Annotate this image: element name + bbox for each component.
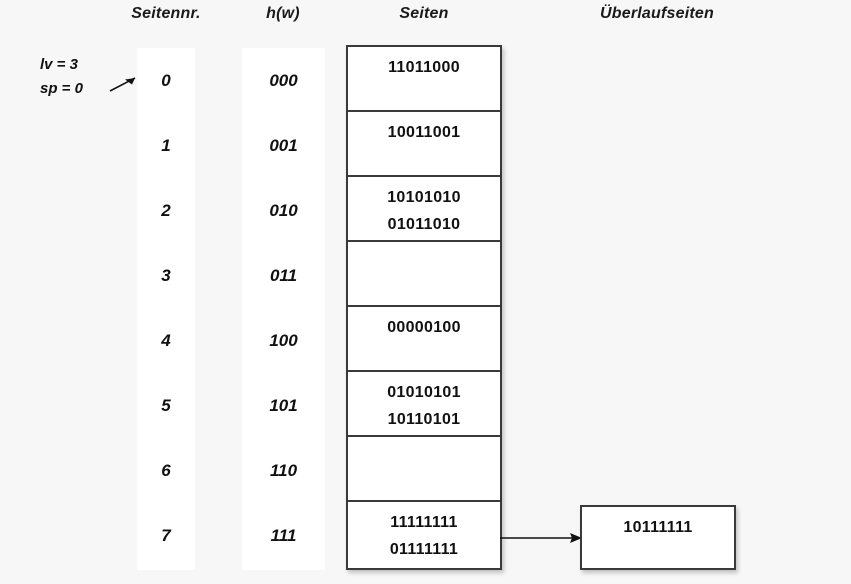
hw-cell: 111: [270, 526, 297, 545]
hw-cell: 011: [269, 266, 298, 285]
page-cell: 10011001: [348, 112, 500, 177]
page-cell: [348, 242, 500, 307]
seitennr-cell: 4: [161, 331, 171, 350]
page-entry: 00000100: [387, 319, 461, 336]
arrow-right-icon: [109, 77, 136, 92]
header-seiten: Seiten: [399, 5, 449, 22]
header-hw: h(w): [266, 5, 300, 22]
pages-table: 11011000 10011001 10101010 01011010 0000…: [346, 45, 502, 570]
seitennr-cell: 0: [161, 71, 171, 90]
seitennr-cell: 7: [161, 526, 171, 545]
page-cell: 00000100: [348, 307, 500, 372]
header-ueberlaufseiten: Überlaufseiten: [600, 5, 714, 22]
hw-cell: 101: [269, 396, 298, 415]
seitennr-cell: 3: [161, 266, 171, 285]
seitennr-cell: 5: [161, 396, 171, 415]
hw-cell: 001: [269, 136, 298, 155]
hw-column-band: [242, 48, 325, 570]
page-cell: 01010101 10110101: [348, 372, 500, 437]
annotation-lv: lv = 3: [40, 56, 78, 73]
page-entry: 11111111: [390, 514, 458, 531]
hw-cell: 010: [269, 201, 298, 220]
page-cell: 10101010 01011010: [348, 177, 500, 242]
hw-cell: 110: [269, 461, 298, 480]
state-annotation: lv = 3 sp = 0: [40, 53, 83, 101]
hw-cell: 100: [269, 331, 298, 350]
page-entry: 10101010: [387, 189, 461, 206]
hw-cell: 000: [269, 71, 298, 90]
overflow-page-box: 10111111: [580, 505, 736, 570]
header-seitennr: Seitennr.: [131, 5, 201, 22]
arrow-right-icon: [500, 533, 582, 543]
page-entry: 01011010: [387, 216, 461, 233]
page-entry: 10011001: [387, 124, 461, 141]
seitennr-cell: 2: [161, 201, 171, 220]
seitennr-cell: 1: [161, 136, 171, 155]
annotation-sp: sp = 0: [40, 80, 83, 97]
overflow-entry: 10111111: [623, 519, 693, 536]
page-entry: 10110101: [387, 411, 461, 428]
seitennr-column-band: [137, 48, 195, 570]
page-entry: 01111111: [389, 541, 459, 558]
page-cell: [348, 437, 500, 502]
page-cell: 11111111 01111111: [348, 502, 500, 567]
page-entry: 11011000: [388, 59, 460, 76]
page-cell: 11011000: [348, 47, 500, 112]
page-entry: 01010101: [387, 384, 461, 401]
seitennr-cell: 6: [161, 461, 171, 480]
